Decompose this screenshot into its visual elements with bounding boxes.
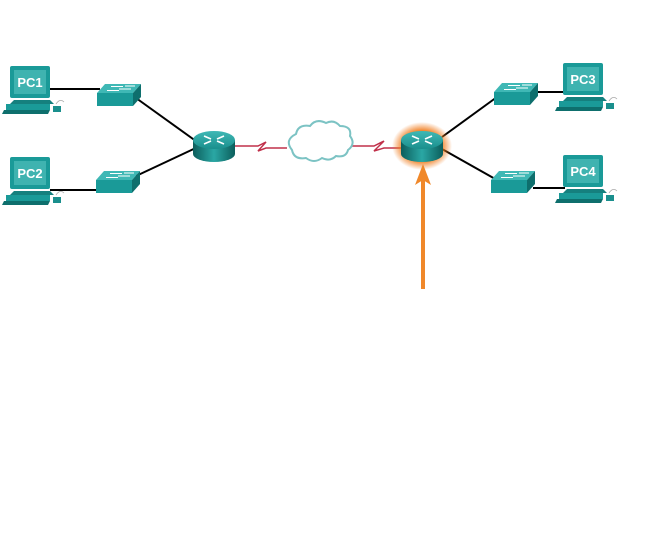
pc3-label: PC3 — [570, 72, 595, 87]
ethernet-links — [50, 88, 565, 191]
switch-4-icon[interactable] — [490, 170, 536, 194]
serial-links — [235, 140, 402, 152]
switch-2-icon[interactable] — [95, 170, 141, 194]
link-router2-switch4 — [441, 148, 498, 181]
link-switch2-router1 — [135, 145, 201, 177]
serial-link-cloud-router2 — [351, 140, 402, 152]
highlight-arrow — [415, 164, 431, 289]
switch-1-icon[interactable] — [96, 83, 142, 107]
pc2-label: PC2 — [17, 166, 42, 181]
pc4[interactable]: PC4 — [554, 154, 618, 204]
pc2[interactable]: PC2 — [1, 156, 65, 206]
pc4-label: PC4 — [570, 164, 596, 179]
link-switch1-router1 — [135, 97, 201, 145]
router-left-icon[interactable] — [192, 130, 236, 163]
pc1[interactable]: PC1 — [1, 65, 65, 115]
switch-3-icon[interactable] — [493, 82, 539, 106]
pc1-label: PC1 — [17, 75, 42, 90]
router-right-icon[interactable] — [400, 130, 444, 163]
serial-link-router1-cloud — [235, 141, 287, 152]
wan-cloud-icon — [287, 120, 354, 162]
link-router2-switch3 — [441, 96, 498, 138]
pc3[interactable]: PC3 — [554, 62, 618, 112]
